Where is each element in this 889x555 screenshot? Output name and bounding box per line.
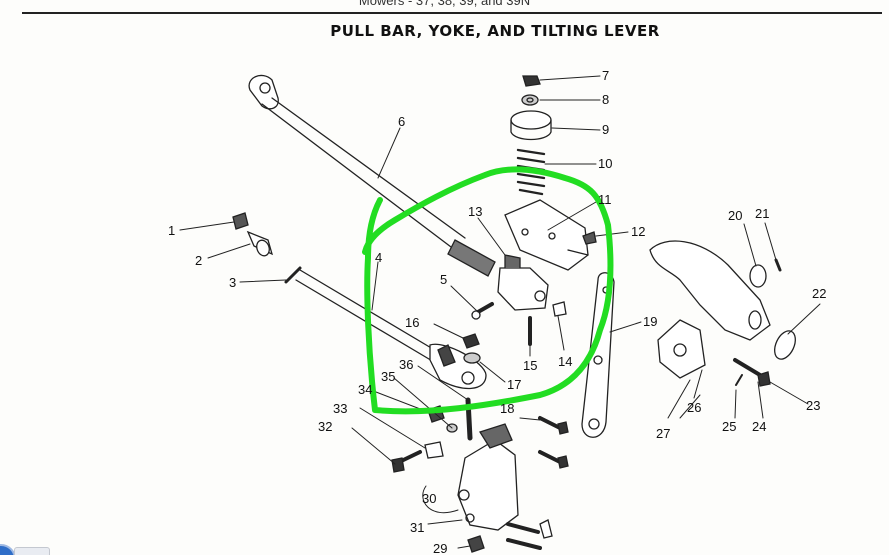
callout-17: 17 — [507, 377, 521, 392]
leader-lines — [179, 75, 821, 549]
bolt-part-32 — [391, 450, 422, 473]
callout-19: 19 — [643, 314, 657, 329]
diagram-title: PULL BAR, YOKE, AND TILTING LEVER — [330, 22, 660, 40]
bolts-lower — [506, 519, 553, 550]
callout-36: 36 — [399, 357, 413, 372]
callout-9: 9 — [602, 122, 609, 137]
callout-21: 21 — [755, 206, 769, 221]
callout-15: 15 — [523, 358, 537, 373]
grease-fitting-part-12 — [582, 231, 597, 245]
pin-part-3 — [284, 266, 302, 284]
callout-11: 11 — [598, 192, 612, 207]
callout-26: 26 — [687, 400, 701, 415]
pull-bar-part-6 — [248, 74, 496, 277]
callout-16: 16 — [405, 315, 419, 330]
nut-part-29 — [467, 535, 485, 553]
pin-part-25 — [735, 374, 743, 386]
swivel-part-13 — [497, 254, 549, 311]
washer-part-17 — [463, 352, 481, 364]
bolt-part-1 — [232, 212, 249, 230]
callout-3: 3 — [229, 275, 236, 290]
callout-1: 1 — [168, 223, 175, 238]
callout-12: 12 — [631, 224, 645, 239]
callout-25: 25 — [722, 419, 736, 434]
callout-labels: 1 2 3 4 5 6 7 8 9 10 11 12 13 14 15 16 1… — [168, 68, 826, 555]
bushing-part-2 — [246, 230, 274, 257]
yoke-part-11 — [504, 199, 589, 271]
callout-35: 35 — [381, 369, 395, 384]
callout-6: 6 — [398, 114, 405, 129]
nut-part-23 — [757, 371, 771, 387]
cover-part-22 — [774, 330, 796, 360]
bolt-part-24 — [733, 358, 762, 377]
pin-part-21 — [774, 258, 782, 272]
callout-29: 29 — [433, 541, 447, 555]
nut-part-16 — [462, 333, 480, 349]
callout-4: 4 — [375, 250, 382, 265]
nut-part-7 — [522, 75, 541, 87]
bolt-part-5 — [471, 302, 494, 320]
callout-24: 24 — [752, 419, 766, 434]
cap-part-9 — [510, 110, 552, 141]
callout-14: 14 — [558, 354, 572, 369]
lower-bar-part-4 — [295, 269, 487, 390]
callout-5: 5 — [440, 272, 447, 287]
page-subtitle: Mowers - 37, 38, 39, and 39N — [358, 0, 531, 8]
callout-10: 10 — [598, 156, 612, 171]
plate-part-33 — [424, 441, 444, 459]
callout-31: 31 — [410, 520, 424, 535]
callout-8: 8 — [602, 92, 609, 107]
washer-part-8 — [521, 94, 539, 106]
header-rule — [22, 12, 882, 14]
callout-13: 13 — [468, 204, 482, 219]
callout-2: 2 — [195, 253, 202, 268]
key-part-14 — [552, 301, 567, 317]
washer-part-20 — [749, 264, 767, 288]
bolt-part-18 — [538, 416, 569, 469]
callout-20: 20 — [728, 208, 742, 223]
bracket-housing — [649, 240, 771, 379]
green-highlight-annotation — [362, 166, 614, 415]
callout-7: 7 — [602, 68, 609, 83]
callout-27: 27 — [656, 426, 670, 441]
callout-32: 32 — [318, 419, 332, 434]
callout-33: 33 — [333, 401, 347, 416]
lower-yoke-part-30-31 — [457, 423, 519, 531]
corner-tab[interactable] — [14, 547, 50, 555]
callout-18: 18 — [500, 401, 514, 416]
callout-22: 22 — [812, 286, 826, 301]
callout-30: 30 — [422, 491, 436, 506]
callout-23: 23 — [806, 398, 820, 413]
callout-34: 34 — [358, 382, 372, 397]
